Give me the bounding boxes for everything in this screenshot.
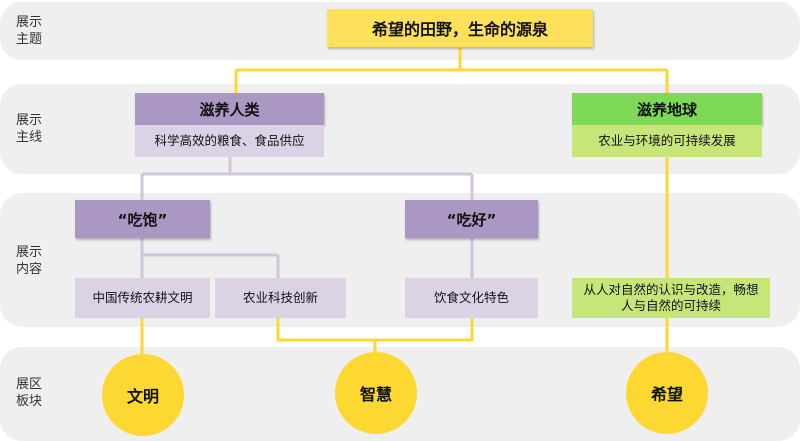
- band-label-sections: 展区 板块: [15, 377, 42, 409]
- theme-box: 希望的田野，生命的源泉: [327, 9, 593, 47]
- connector-humans-content: [140, 156, 474, 200]
- band-label-content: 展示 内容: [15, 245, 42, 277]
- section-civilization: 文明: [102, 354, 184, 436]
- mainline-humans-sub: 科学高效的粮食、食品供应: [135, 125, 324, 157]
- mainline-earth-title: 滋养地球: [572, 93, 762, 125]
- content-item-farming: 中国传统农耕文明: [75, 278, 210, 318]
- mainline-humans-title: 滋养人类: [135, 93, 324, 125]
- section-wisdom: 智慧: [335, 352, 417, 434]
- content-item-tech: 农业科技创新: [215, 278, 346, 318]
- mainline-earth-sub: 农业与环境的可持续发展: [572, 125, 762, 157]
- content-eat-full: “吃饱”: [75, 200, 210, 238]
- band-label-mainline: 展示 主线: [15, 113, 42, 145]
- content-item-food-culture: 饮食文化特色: [405, 278, 538, 318]
- section-hope: 希望: [626, 352, 708, 434]
- content-item-nature: 从人对自然的认识与改造，畅想人与自然的可持续: [572, 278, 770, 318]
- content-eat-well: “吃好”: [405, 200, 538, 238]
- connector-eatfull-items: [140, 238, 280, 278]
- connector-theme-mainlines: [234, 48, 669, 93]
- band-label-theme: 展示 主题: [15, 15, 42, 47]
